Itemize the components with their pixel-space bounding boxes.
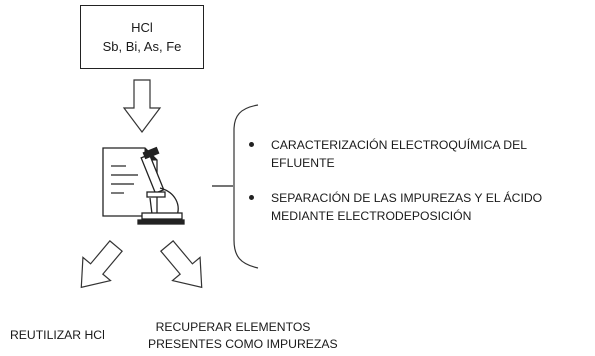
objective-text: SEPARACIÓN DE LAS IMPUREZAS Y EL ÁCIDO M…: [271, 191, 543, 223]
down-left-arrow-icon: [80, 240, 123, 289]
bullet-dot: [249, 142, 254, 147]
output-recover-line1: RECUPERAR ELEMENTOS: [155, 320, 311, 334]
objective-item: SEPARACIÓN DE LAS IMPUREZAS Y EL ÁCIDO M…: [243, 189, 593, 225]
curly-bracket: [233, 104, 259, 269]
objective-text: CARACTERIZACIÓN ELECTROQUÍMICA DEL EFLUE…: [271, 138, 527, 170]
bullet-dot: [249, 195, 254, 200]
input-box: HCl Sb, Bi, As, Fe: [80, 5, 204, 69]
output-reuse-label: REUTILIZAR HCl: [10, 327, 105, 344]
down-right-arrow-icon: [160, 240, 203, 289]
output-recover-label: RECUPERAR ELEMENTOS PRESENTES COMO IMPUR…: [148, 319, 338, 353]
objectives-list: CARACTERIZACIÓN ELECTROQUÍMICA DEL EFLUE…: [243, 136, 593, 242]
input-line-hcl: HCl: [131, 20, 153, 35]
down-arrow-icon: [122, 79, 162, 133]
objective-item: CARACTERIZACIÓN ELECTROQUÍMICA DEL EFLUE…: [243, 136, 593, 172]
input-line-metals: Sb, Bi, As, Fe: [102, 39, 182, 54]
output-reuse-text: REUTILIZAR HCl: [10, 328, 105, 342]
microscope-icon: [137, 146, 185, 225]
output-recover-line2: PRESENTES COMO IMPUREZAS: [148, 337, 338, 351]
